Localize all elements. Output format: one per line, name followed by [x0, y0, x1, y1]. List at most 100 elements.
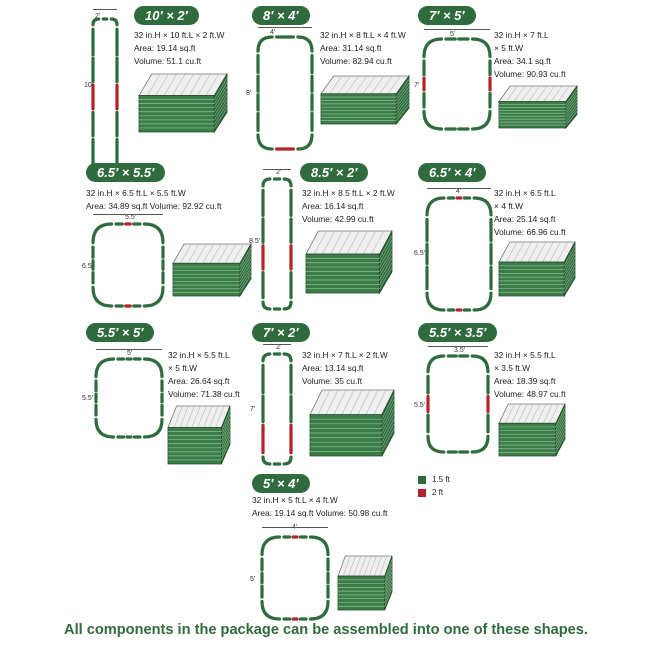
outline-corner: [425, 196, 446, 217]
bed-rib: [349, 389, 363, 415]
bed-front-wall: [172, 262, 241, 297]
outline-corner: [470, 354, 490, 374]
bed-side-wall: [381, 389, 395, 457]
raised-bed-illustration: [498, 84, 578, 130]
outline-corner: [142, 357, 164, 379]
bed-corrugation: [384, 559, 393, 580]
spec-line: 32 in.H × 5 ft.L × 4 ft.W: [252, 495, 338, 505]
bed-rib: [536, 403, 547, 424]
dimension-line: [424, 29, 490, 30]
outline-corner: [142, 417, 164, 439]
bed-corrugation: [555, 434, 566, 453]
bed-rib: [325, 389, 339, 415]
outline-corner: [308, 535, 330, 557]
outline-corner: [256, 35, 274, 53]
bed-rib: [163, 73, 178, 96]
shape-title-badge: 6.5′ × 5.5′: [86, 163, 166, 182]
bed-corrugation: [384, 563, 393, 584]
outline-corner: [260, 599, 282, 621]
bed-corrugation: [381, 404, 395, 429]
bed-rib: [224, 243, 237, 264]
bed-rib: [371, 230, 385, 255]
outline-corner: [282, 177, 293, 188]
spec-line: Area: 13.14 sq.ft: [302, 363, 364, 373]
bed-corrugation: [379, 258, 393, 281]
bed-rib: [358, 555, 367, 577]
spec-line: 32 in.H × 6.5 ft.L: [494, 188, 556, 198]
spec-line: Volume: 66.96 cu.ft: [494, 227, 566, 237]
bed-rib: [338, 230, 352, 255]
outline-corner: [296, 35, 314, 53]
dimension-line: [427, 188, 491, 189]
bed-rib: [217, 243, 229, 264]
bed-rib: [172, 73, 186, 96]
outline-corner: [142, 285, 165, 308]
bed-corrugation: [239, 259, 252, 279]
spec-line: × 3.5 ft.W: [494, 363, 531, 373]
spec-line: Area: 18.39 sq.ft: [494, 376, 556, 386]
raised-bed-illustration: [138, 72, 228, 134]
raised-bed-illustration: [167, 405, 231, 465]
bed-rib: [357, 389, 371, 415]
outline-corner: [260, 535, 282, 557]
raised-bed-illustration: [172, 242, 252, 298]
bed-rib: [521, 85, 533, 102]
bed-rib: [205, 73, 219, 96]
spec-line: 32 in.H × 8.5 ft.L × 2 ft.W: [302, 188, 395, 198]
shape-title-badge: 8.5′ × 2′: [300, 163, 369, 182]
outline-corner: [282, 455, 293, 466]
spec-line: 32 in.H × 7 ft.L: [494, 30, 549, 40]
spec-line: Area: 16.14 sq.ft: [302, 201, 364, 211]
dimension-width-label: 2′: [276, 344, 282, 351]
bed-front-wall: [498, 422, 557, 457]
bed-corrugation: [379, 239, 393, 263]
shape-title-badge: 10′ × 2′: [134, 6, 199, 25]
bed-rib: [511, 403, 522, 424]
spec-line: Volume: 42.99 cu.ft: [302, 214, 374, 224]
dimension-line: [258, 27, 312, 28]
dimension-length-label: 8′: [246, 90, 252, 97]
outline-corner: [426, 434, 446, 454]
dimension-length-label: 7′: [250, 406, 256, 413]
bed-corrugation: [221, 427, 231, 448]
bed-corrugation: [379, 244, 393, 268]
bed-corrugation: [555, 411, 566, 431]
bed-corrugation: [565, 107, 578, 123]
shape-title-badge: 7′ × 5′: [418, 6, 476, 25]
bed-corrugation: [555, 407, 566, 428]
dimension-line: [263, 169, 291, 170]
bed-rib: [527, 241, 540, 263]
layout-outline: [425, 196, 493, 312]
outline-corner: [256, 133, 274, 151]
dimension-line: [428, 346, 488, 347]
bed-rib: [523, 403, 534, 424]
spec-line: 32 in.H × 7 ft.L × 2 ft.W: [302, 350, 388, 360]
bed-rib: [188, 73, 203, 96]
bed-corrugation: [395, 79, 410, 98]
bed-rib: [542, 241, 554, 263]
bed-corrugation: [565, 98, 578, 114]
bed-front-wall: [498, 101, 567, 129]
spec-line: Volume: 35 cu.ft: [302, 376, 363, 386]
bed-corrugation: [379, 262, 393, 285]
footer-caption: All components in the package can be ass…: [64, 622, 588, 638]
bed-corrugation: [384, 587, 393, 607]
bed-corrugation: [379, 267, 393, 289]
legend-swatch: [418, 475, 426, 484]
bed-rib: [317, 389, 331, 415]
layout-outline: [260, 535, 330, 621]
bed-corrugation: [379, 249, 393, 272]
spec-line: × 4 ft.W: [494, 201, 524, 211]
bed-rib: [542, 403, 553, 424]
shape-specs: 32 in.H × 8.5 ft.L × 2 ft.W Area: 16.14 s…: [302, 187, 395, 226]
bed-rib: [353, 555, 362, 577]
bed-corrugation: [213, 107, 228, 129]
bed-corrugation: [563, 253, 576, 274]
dimension-line: [96, 349, 162, 350]
outline-corner: [470, 37, 492, 59]
spec-line: Volume: 90.93 cu.ft: [494, 69, 566, 79]
bed-corrugation: [384, 583, 393, 603]
bed-corrugation: [221, 414, 231, 436]
bed-rib: [232, 243, 244, 264]
dimension-length-label: 6.5′: [414, 250, 426, 257]
